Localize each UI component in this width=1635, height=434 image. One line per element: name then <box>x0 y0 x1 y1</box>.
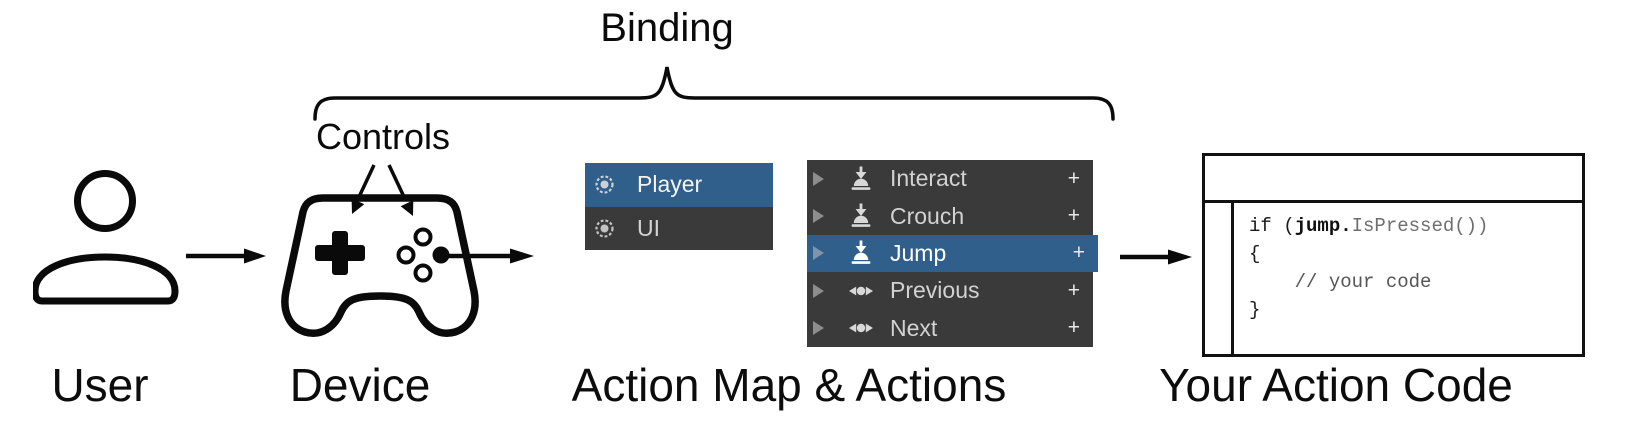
arrow-device-to-actionmap <box>442 248 534 264</box>
button-action-icon <box>848 166 874 192</box>
action-map-item-player[interactable]: Player <box>585 163 773 207</box>
button-action-icon <box>848 240 874 266</box>
foldout-triangle-icon[interactable] <box>813 246 824 261</box>
actions-panel: Interact + Crouch + <box>807 160 1098 347</box>
code-line-2: { <box>1249 243 1261 265</box>
dpad-icon <box>315 231 365 275</box>
add-binding-button[interactable]: + <box>1072 241 1085 265</box>
user-stage-label: User <box>51 359 149 411</box>
action-map-icon <box>595 175 614 194</box>
action-label: Jump <box>890 239 947 266</box>
add-binding-button[interactable]: + <box>1067 316 1080 340</box>
action-label: Previous <box>890 277 980 304</box>
arrow-actions-to-code <box>1120 249 1192 265</box>
gamepad-icon <box>281 194 479 337</box>
action-row-previous[interactable]: Previous + <box>807 272 1093 309</box>
add-binding-button[interactable]: + <box>1067 166 1080 190</box>
action-map-label: Player <box>637 171 703 198</box>
code-window-titlebar <box>1205 156 1582 203</box>
action-code-stage-label: Your Action Code <box>1159 359 1513 411</box>
action-map-stage-label: Action Map & Actions <box>571 359 1007 411</box>
action-row-jump[interactable]: Jump + <box>807 234 1098 273</box>
action-map-panel: Player UI <box>585 163 773 250</box>
code-gutter-divider <box>1231 203 1234 354</box>
action-map-icon <box>595 219 614 238</box>
user-icon <box>33 170 179 305</box>
action-map-item-ui[interactable]: UI <box>585 207 773 251</box>
axis-action-icon <box>848 320 874 336</box>
action-label: Next <box>890 314 938 341</box>
button-action-icon <box>848 203 874 229</box>
face-buttons-icon <box>396 227 450 283</box>
binding-title: Binding <box>600 6 734 50</box>
action-label: Crouch <box>890 202 965 229</box>
action-row-interact[interactable]: Interact + <box>807 160 1093 197</box>
action-map-label: UI <box>637 214 660 241</box>
action-row-next[interactable]: Next + <box>807 310 1093 347</box>
code-editor: if (jump.IsPressed()) { // your code } <box>1205 203 1582 354</box>
foldout-triangle-icon[interactable] <box>813 209 824 224</box>
code-line-3: // your code <box>1249 271 1432 293</box>
action-row-crouch[interactable]: Crouch + <box>807 197 1093 234</box>
axis-action-icon <box>848 283 874 299</box>
foldout-triangle-icon[interactable] <box>813 283 824 298</box>
foldout-triangle-icon[interactable] <box>813 321 824 336</box>
controls-arrows <box>351 164 414 216</box>
code-snippet: if (jump.IsPressed()) { // your code } <box>1249 212 1488 324</box>
arrow-user-to-device <box>186 248 266 264</box>
action-label: Interact <box>890 165 967 192</box>
foldout-triangle-icon[interactable] <box>813 171 824 186</box>
controls-label: Controls <box>315 116 451 157</box>
add-binding-button[interactable]: + <box>1067 278 1080 302</box>
code-window: if (jump.IsPressed()) { // your code } <box>1202 153 1585 357</box>
jump-variable: jump. <box>1294 215 1352 237</box>
add-binding-button[interactable]: + <box>1067 204 1080 228</box>
binding-brace <box>313 66 1115 121</box>
device-stage-label: Device <box>289 359 431 411</box>
code-line-4: } <box>1249 299 1261 321</box>
code-line-1: if (jump.IsPressed()) <box>1249 215 1489 237</box>
